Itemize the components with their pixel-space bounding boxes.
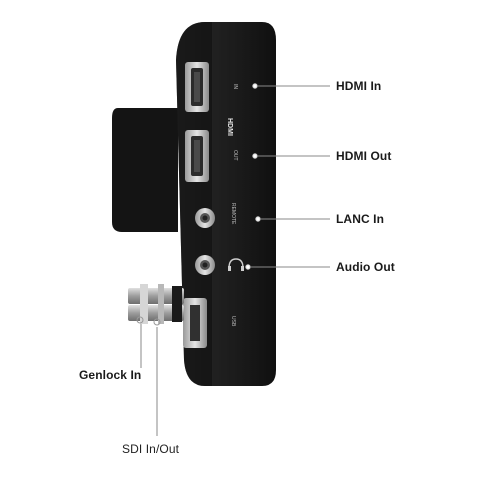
hdmi-out-port (185, 130, 209, 182)
rear-mount-block (112, 108, 178, 232)
callout-lanc-in: LANC In (336, 212, 385, 226)
hdmi-logo: HDMI (226, 118, 233, 136)
bnc-connectors (128, 284, 184, 326)
callout-audio-out: Audio Out (336, 260, 395, 274)
hdmi-in-port (185, 62, 209, 112)
callout-hdmi-out: HDMI Out (336, 149, 392, 163)
device-body (176, 22, 276, 386)
callout-hdmi-in: HDMI In (336, 79, 382, 93)
audio-out-jack (195, 255, 215, 275)
port-label-remote: REMOTE (230, 203, 236, 225)
callout-genlock-in: Genlock In (79, 368, 142, 382)
callout-sdi-in-out: SDI In/Out (122, 442, 180, 456)
headphone-icon (228, 258, 244, 271)
port-label-out: OUT (232, 150, 238, 161)
lanc-jack (195, 208, 215, 228)
leader-lines (140, 83, 330, 436)
port-label-in: IN (232, 84, 238, 89)
usb-port (183, 298, 207, 348)
port-label-usb: USB (230, 316, 236, 327)
